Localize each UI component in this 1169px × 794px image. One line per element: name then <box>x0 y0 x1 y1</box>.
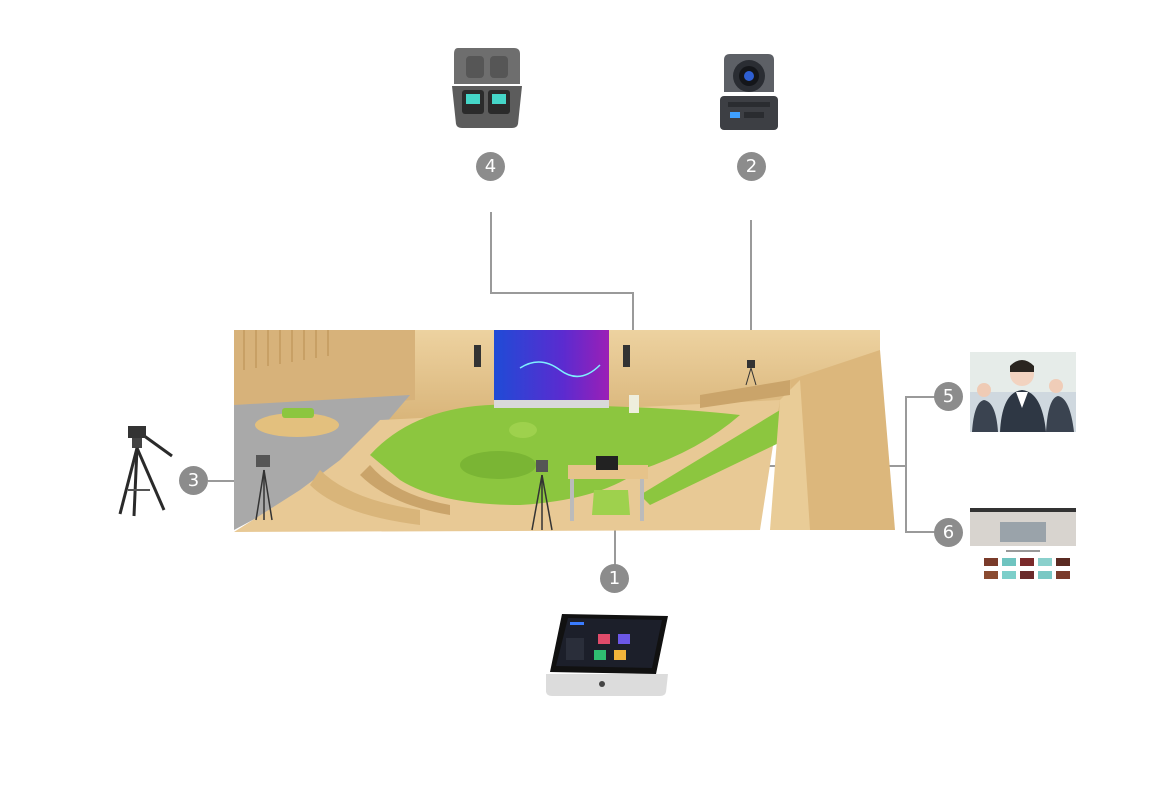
teacher-desk <box>568 465 648 479</box>
lounge-rug <box>255 413 339 437</box>
left-speaker <box>474 345 481 367</box>
badge-3: 3 <box>179 466 208 495</box>
right-bench <box>700 380 790 408</box>
badge-5: 5 <box>934 382 963 411</box>
scene-tripod-center <box>531 460 553 531</box>
green-beanbag <box>509 422 537 438</box>
scene-tripod-left <box>255 455 273 521</box>
ptz-camera-icon <box>720 54 778 130</box>
green-floor <box>370 404 740 505</box>
connector-56-vertical <box>905 396 907 532</box>
green-ottoman <box>460 451 536 479</box>
tiered-seating <box>310 470 420 525</box>
student-video-thumbnail <box>970 352 1076 432</box>
connector-5-stub <box>905 396 937 398</box>
green-chair <box>592 490 630 515</box>
connector-4-vertical <box>490 212 492 294</box>
pillar-device <box>629 395 639 413</box>
green-strip <box>640 410 785 505</box>
badge-4: 4 <box>476 152 505 181</box>
connector-4-horizontal <box>490 292 634 294</box>
badge-6: 6 <box>934 518 963 547</box>
connector-2-vertical <box>750 220 752 348</box>
tripod-icon <box>118 426 173 517</box>
connector-6-stub <box>905 531 937 533</box>
web-platform-thumbnail <box>970 508 1076 584</box>
wall-camera-scene <box>747 360 755 368</box>
wireless-mic-case-icon <box>452 48 522 128</box>
right-speaker <box>623 345 630 367</box>
tablet-controller-icon <box>546 614 668 696</box>
badge-1: 1 <box>600 564 629 593</box>
right-wall <box>790 350 895 530</box>
badge-2: 2 <box>737 152 766 181</box>
